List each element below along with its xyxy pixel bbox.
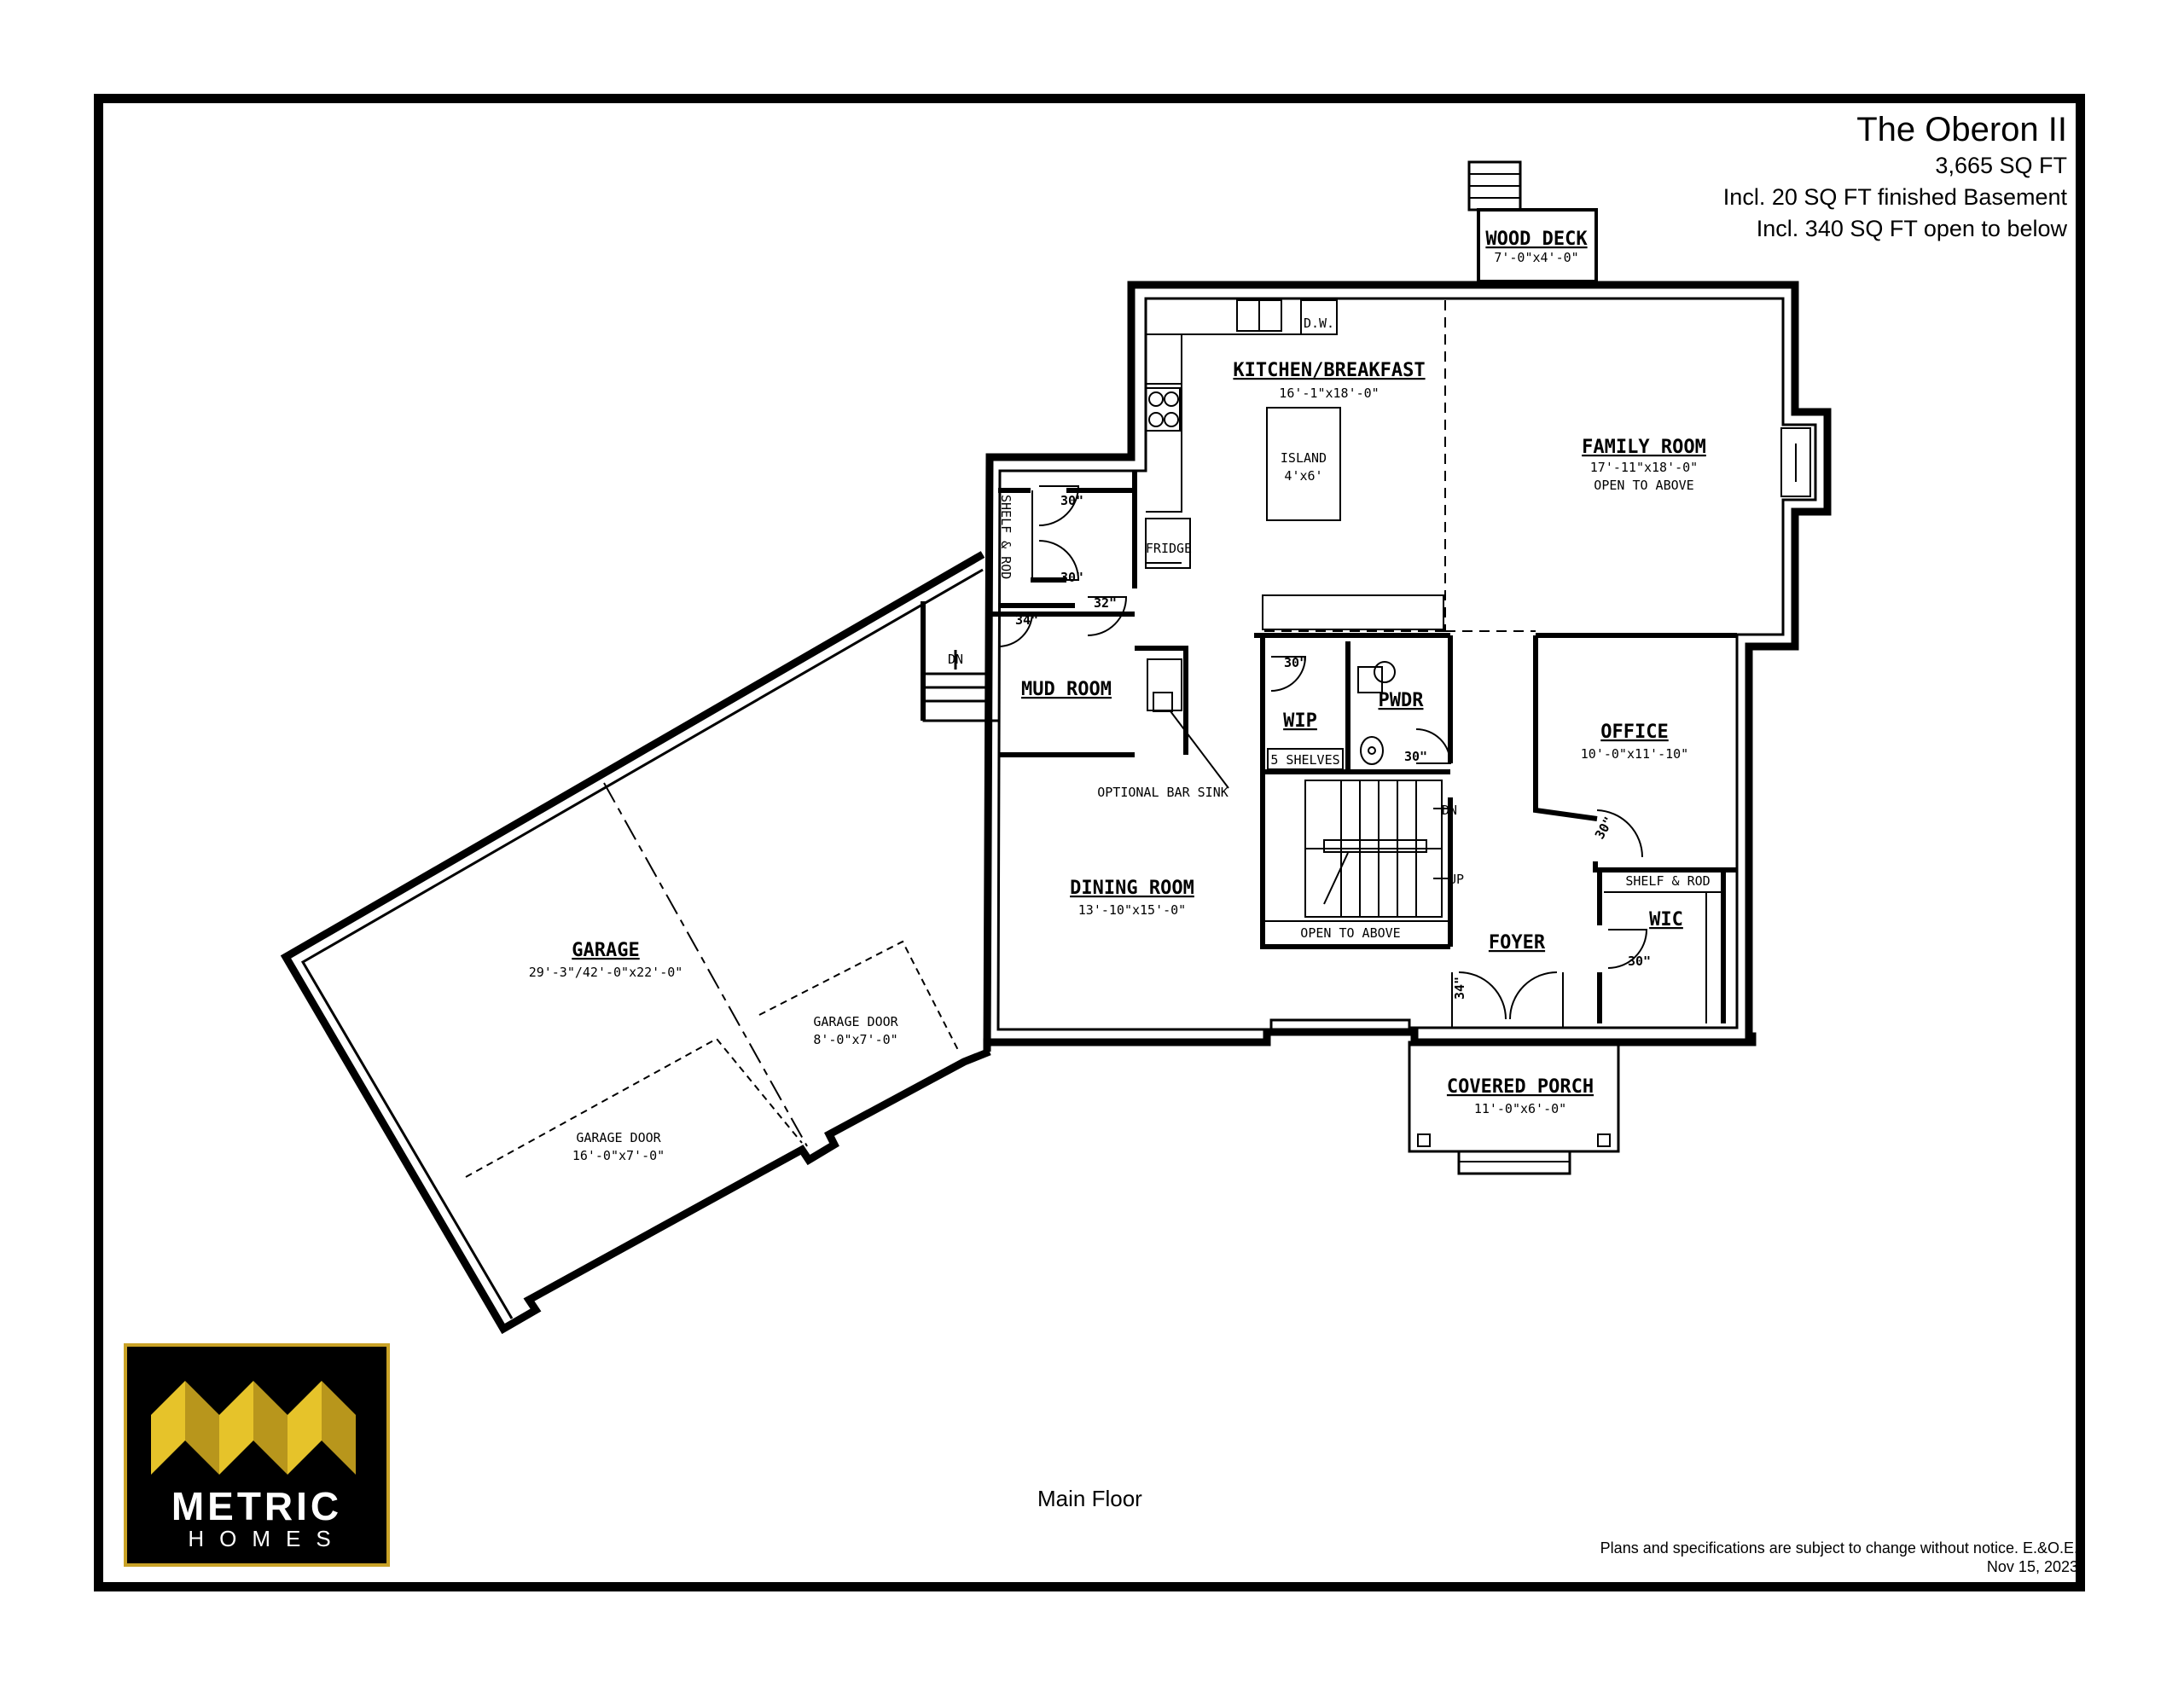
label-foyer: FOYER <box>1489 932 1546 954</box>
plan-caption: Main Floor <box>1037 1486 1142 1511</box>
note-family-room: OPEN TO ABOVE <box>1594 478 1693 493</box>
disclaimer-text: Plans and specifications are subject to … <box>1600 1539 2078 1557</box>
label-shelf-rod-closet: SHELF & ROD <box>998 495 1014 579</box>
door-34-front: 34" <box>1452 977 1467 1000</box>
logo-word-homes: HOMES <box>188 1526 346 1551</box>
label-wip: WIP <box>1283 710 1317 732</box>
plan-date: Nov 15, 2023 <box>1986 1558 2078 1575</box>
label-island-size: 4'x6' <box>1284 468 1322 484</box>
door-width-labels: 30" 30" 34" 32" 30" 30" 30" 30" 34" <box>1015 493 1651 1000</box>
door-30-pwdr: 30" <box>1404 749 1427 764</box>
disclaimer-block: Plans and specifications are subject to … <box>1600 1539 2078 1576</box>
kitchen-counters <box>1145 299 1338 569</box>
label-office: OFFICE <box>1600 722 1668 743</box>
label-open-above: OPEN TO ABOVE <box>1300 925 1400 941</box>
kitchen-island <box>1266 407 1341 521</box>
dims-wood-deck: 7'-0"x4'-0" <box>1494 250 1578 265</box>
dims-family-room: 17'-11"x18'-0" <box>1590 460 1698 475</box>
label-mud-room: MUD ROOM <box>1021 679 1112 700</box>
door-30-wic: 30" <box>1628 954 1651 969</box>
label-fridge: FRIDGE <box>1146 541 1192 556</box>
dims-garage-door-small: 8'-0"x7'-0" <box>813 1032 897 1047</box>
logo-mark-icon <box>151 1381 356 1475</box>
exterior-wall <box>983 281 1832 1052</box>
label-shelf-rod-wic: SHELF & ROD <box>1625 873 1710 889</box>
open-below-note: Incl. 340 SQ FT open to below <box>1756 216 2067 241</box>
door-32-mud: 32" <box>1094 595 1117 611</box>
door-30-closet-bottom: 30" <box>1060 570 1083 585</box>
title-block: The Oberon II 3,665 SQ FT Incl. 20 SQ FT… <box>1723 109 2067 245</box>
plan-name: The Oberon II <box>1856 111 2067 148</box>
plan-area: 3,665 SQ FT <box>1935 153 2067 178</box>
label-wic: WIC <box>1649 909 1683 930</box>
dims-covered-porch: 11'-0"x6'-0" <box>1474 1101 1566 1116</box>
door-30-closet-top: 30" <box>1060 493 1083 508</box>
dims-garage: 29'-3"/42'-0"x22'-0" <box>529 965 683 980</box>
room-labels: WOOD DECK 7'-0"x4'-0" KITCHEN/BREAKFAST … <box>529 229 1711 1163</box>
garage <box>280 551 991 1335</box>
drawing-border <box>94 94 2085 1591</box>
note-wip: 5 SHELVES <box>1270 752 1339 768</box>
door-30-wip: 30" <box>1284 655 1307 670</box>
dims-garage-door-large: 16'-0"x7'-0" <box>572 1148 665 1163</box>
dims-office: 10'-0"x11'-10" <box>1581 746 1688 762</box>
logo-word-metric: METRIC <box>171 1484 343 1528</box>
label-dw: D.W. <box>1304 316 1334 331</box>
label-dn-stairs: DN <box>1442 803 1457 818</box>
basement-note: Incl. 20 SQ FT finished Basement <box>1722 184 2067 210</box>
label-kitchen: KITCHEN/BREAKFAST <box>1233 360 1425 381</box>
label-pwdr: PWDR <box>1379 690 1425 711</box>
label-bar-sink: OPTIONAL BAR SINK <box>1097 785 1228 800</box>
label-up-stairs: UP <box>1449 872 1464 887</box>
label-garage-door-large: GARAGE DOOR <box>576 1130 661 1145</box>
dims-dining-room: 13'-10"x15'-0" <box>1078 902 1186 918</box>
metric-homes-logo: METRIC HOMES <box>124 1343 390 1567</box>
label-island: ISLAND <box>1281 450 1327 466</box>
staircase <box>1304 780 1450 918</box>
label-dining-room: DINING ROOM <box>1070 878 1194 899</box>
label-family-room: FAMILY ROOM <box>1582 437 1706 458</box>
label-wood-deck: WOOD DECK <box>1485 229 1588 250</box>
dims-kitchen: 16'-1"x18'-0" <box>1279 386 1379 401</box>
covered-porch <box>1408 1041 1620 1175</box>
label-covered-porch: COVERED PORCH <box>1447 1076 1594 1098</box>
label-dn-garage: DN <box>948 652 963 667</box>
door-34-mud: 34" <box>1015 612 1038 628</box>
label-garage-door-small: GARAGE DOOR <box>813 1014 898 1029</box>
label-garage: GARAGE <box>572 940 639 961</box>
